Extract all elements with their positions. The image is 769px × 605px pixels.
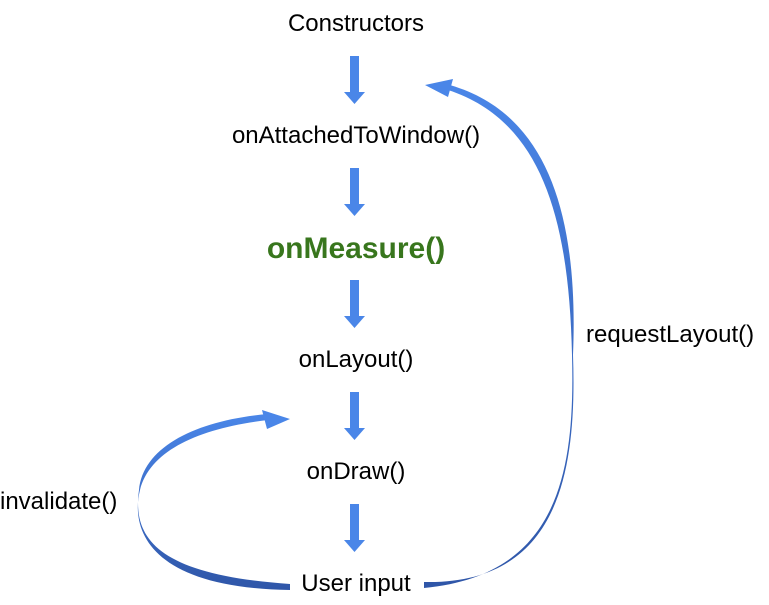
step-on-draw: onDraw() bbox=[306, 458, 406, 485]
arrow-draw-to-user-input bbox=[344, 504, 365, 552]
arrow-attached-to-measure bbox=[344, 168, 365, 216]
step-on-layout: onLayout() bbox=[298, 346, 414, 373]
arrow-layout-to-draw bbox=[344, 392, 365, 440]
arrow-constructors-to-attached bbox=[344, 56, 365, 104]
step-constructors: Constructors bbox=[287, 10, 425, 37]
step-on-attached-to-window: onAttachedToWindow() bbox=[231, 122, 481, 149]
invalidate-label: invalidate() bbox=[0, 488, 118, 515]
request-layout-label: requestLayout() bbox=[586, 321, 755, 348]
request-layout-loop-arrow bbox=[424, 79, 574, 588]
step-on-measure: onMeasure() bbox=[266, 232, 446, 265]
invalidate-loop-arrow bbox=[137, 410, 290, 590]
arrow-measure-to-layout bbox=[344, 280, 365, 328]
step-user-input: User input bbox=[301, 570, 411, 597]
